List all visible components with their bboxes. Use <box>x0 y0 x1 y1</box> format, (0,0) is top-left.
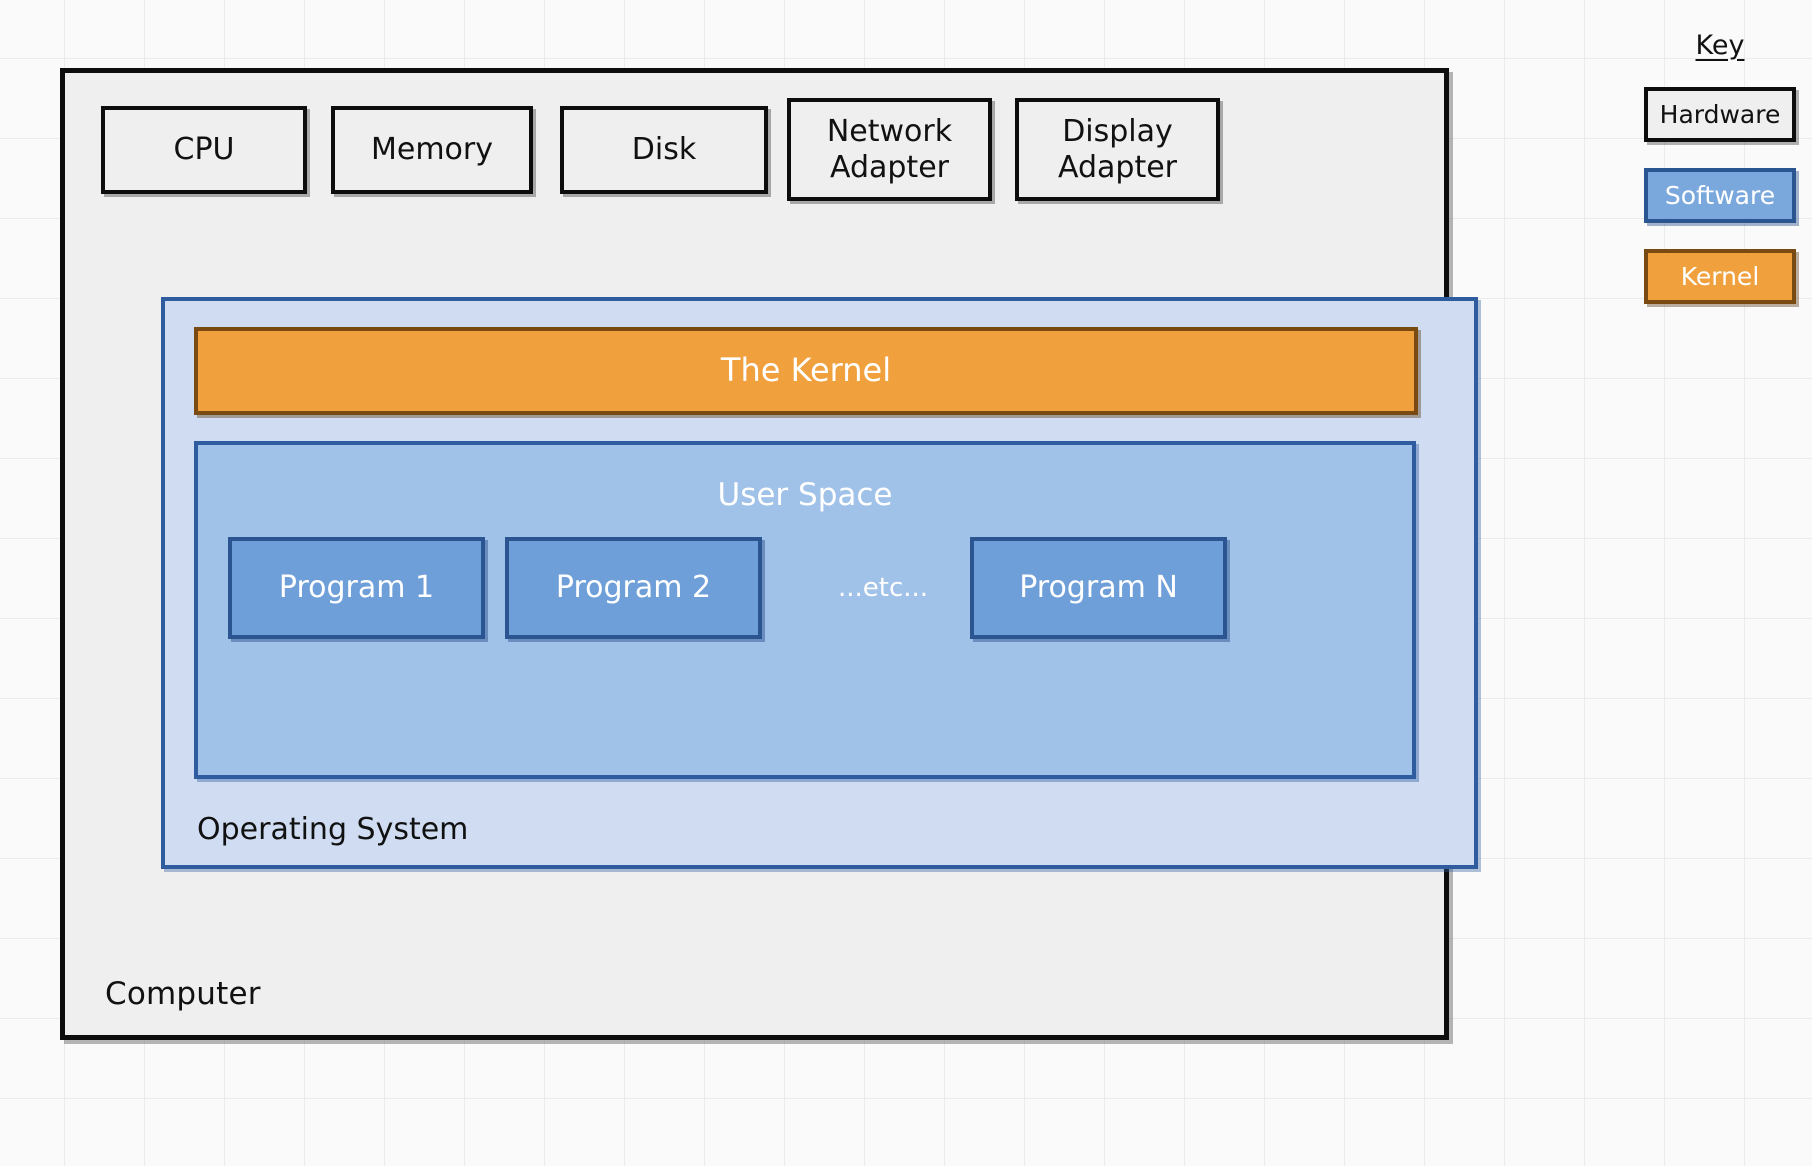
hardware-label-memory: Memory <box>370 132 493 168</box>
hardware-label-display-adapter: Display Adapter <box>1057 114 1178 185</box>
program-label-2: Program 2 <box>555 570 712 606</box>
computer-frame: CPU Memory Disk Network Adapter Display … <box>60 68 1478 1040</box>
program-box-1: Program 1 <box>228 537 485 639</box>
program-box-2: Program 2 <box>505 537 762 639</box>
operating-system-label: Operating System <box>197 811 469 847</box>
operating-system-panel: The Kernel User Space Program 1 Program … <box>161 297 1478 869</box>
hardware-box-disk: Disk <box>560 106 768 194</box>
key-label-software: Software <box>1664 181 1776 210</box>
hardware-box-memory: Memory <box>331 106 533 194</box>
key-label-kernel: Kernel <box>1680 262 1760 291</box>
hardware-label-disk: Disk <box>631 132 697 168</box>
key-label-hardware: Hardware <box>1659 100 1781 129</box>
program-label-n: Program N <box>1019 570 1178 606</box>
program-label-1: Program 1 <box>278 570 435 606</box>
hardware-box-cpu: CPU <box>101 106 307 194</box>
etc-ellipsis-label: ...etc... <box>837 572 929 603</box>
key-legend: Key Hardware Software Kernel <box>1625 30 1812 330</box>
hardware-box-display-adapter: Display Adapter <box>1015 98 1220 201</box>
key-swatch-software: Software <box>1644 168 1796 223</box>
key-title: Key <box>1695 30 1745 61</box>
user-space-panel: User Space Program 1 Program 2 ...etc...… <box>194 441 1416 779</box>
hardware-box-network-adapter: Network Adapter <box>787 98 992 201</box>
kernel-bar: The Kernel <box>194 327 1418 415</box>
kernel-label: The Kernel <box>720 351 892 390</box>
hardware-label-cpu: CPU <box>173 132 235 168</box>
key-swatch-kernel: Kernel <box>1644 249 1796 304</box>
program-box-n: Program N <box>970 537 1227 639</box>
computer-label: Computer <box>105 976 261 1013</box>
user-space-label: User Space <box>717 477 893 513</box>
key-swatch-hardware: Hardware <box>1644 87 1796 142</box>
hardware-label-network-adapter: Network Adapter <box>826 114 953 185</box>
